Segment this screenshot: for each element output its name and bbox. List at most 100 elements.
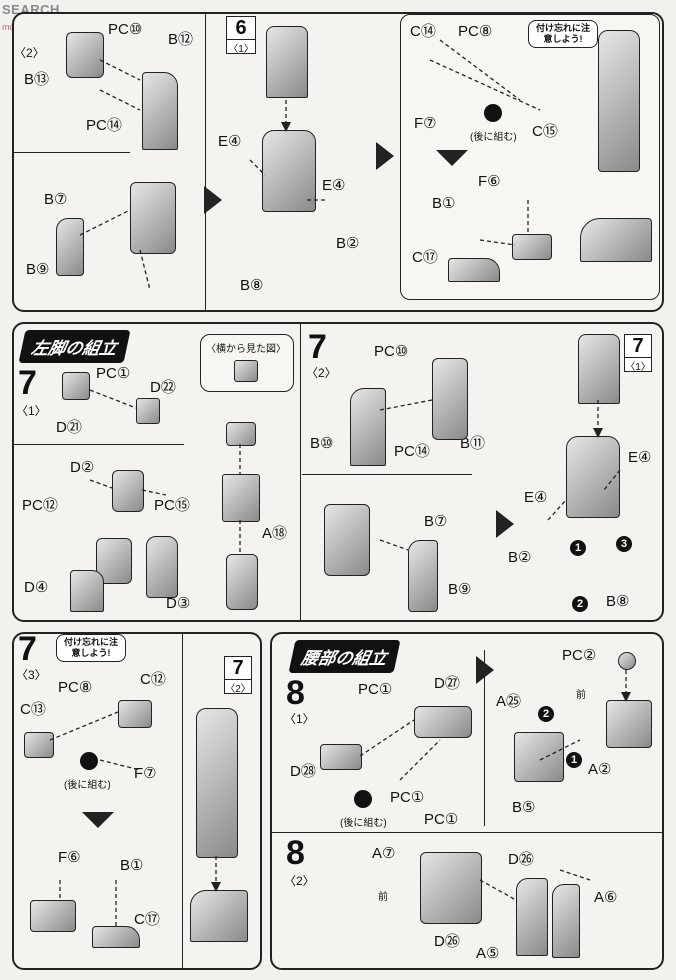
part-label: A⑱ [262, 525, 288, 542]
skirt-frame-illustration [420, 852, 482, 924]
skirt-armor-illustration [516, 878, 548, 956]
part-label: F⑦ [414, 115, 437, 132]
divider [14, 444, 184, 445]
waist-block-illustration [606, 700, 652, 748]
skirt-armor-illustration [552, 884, 580, 958]
part-label: A⑤ [476, 945, 500, 962]
step-number: 8 [286, 674, 305, 712]
armor-part-illustration [350, 388, 386, 466]
step-sub-label: 〈3〉 [16, 668, 47, 682]
ankle-part-illustration [512, 234, 552, 260]
completed-leg-illustration [598, 30, 640, 172]
part-label: PC⑫ [22, 497, 58, 514]
foot-illustration [190, 890, 248, 942]
part-label: C⑫ [140, 671, 166, 688]
step-indicator: 7 〈1〉 [624, 334, 652, 373]
part-label: D㉖ [508, 851, 534, 868]
side-view-label: 〈横から見た図〉 [206, 344, 286, 355]
thigh-part-illustration [222, 474, 260, 522]
hip-frame-illustration [414, 706, 472, 738]
joint-part-illustration [136, 398, 160, 424]
part-label: B⑨ [448, 581, 472, 598]
front-label: 前 [576, 690, 586, 701]
polycap-illustration [618, 652, 636, 670]
armor-part-illustration [432, 358, 468, 440]
upper-leg-illustration [266, 26, 308, 98]
part-label: PC① [424, 811, 459, 828]
part-label: D㉒ [150, 379, 176, 396]
section-title: 左脚の組立 [18, 330, 131, 363]
next-arrow-icon [376, 142, 394, 170]
part-label: A⑦ [372, 845, 396, 862]
foot-illustration [580, 218, 652, 262]
step-sub: 〈2〉 [225, 679, 251, 695]
divider [205, 14, 206, 310]
part-label: B⑦ [44, 191, 68, 208]
part-label: D㉘ [290, 763, 316, 780]
step-sub-label: 〈2〉 [14, 46, 45, 60]
part-label: E④ [218, 133, 242, 150]
part-label: PC⑩ [108, 21, 143, 38]
section-title: 腰部の組立 [288, 640, 401, 673]
part-label: B⑩ [310, 435, 334, 452]
step-number: 7 [232, 657, 244, 679]
step-sub-label: 〈1〉 [16, 404, 47, 418]
lower-leg-illustration [262, 130, 316, 212]
part-label: B① [432, 195, 456, 212]
step-sub-label: 〈1〉 [284, 712, 315, 726]
part-label: B⑦ [424, 513, 448, 530]
hip-joint-illustration [320, 744, 362, 770]
part-label: C⑰ [134, 911, 160, 928]
part-label: C⑬ [20, 701, 46, 718]
peg-marker-icon [484, 104, 502, 122]
part-label: F⑥ [58, 849, 81, 866]
completed-leg-illustration [196, 708, 238, 858]
step-sub: 〈1〉 [625, 357, 651, 373]
part-label: D④ [24, 579, 49, 596]
step-number: 8 [286, 834, 305, 872]
part-label: D③ [166, 595, 191, 612]
assembly-note: (後に組む) [340, 818, 387, 829]
part-label: B⑬ [24, 71, 50, 88]
foot-part-illustration [448, 258, 500, 282]
armor-part-illustration [142, 72, 178, 150]
part-label: B⑧ [240, 277, 264, 294]
part-label: C⑰ [412, 249, 438, 266]
step-number: 7 [632, 335, 644, 357]
ankle-part-illustration [118, 700, 152, 728]
leg-frame-illustration [324, 504, 370, 576]
part-label: PC⑧ [458, 23, 493, 40]
step-order-badge: 1 [570, 540, 586, 556]
step-number: 7 [18, 364, 37, 402]
ankle-part-illustration [24, 732, 54, 758]
step-sub: 〈1〉 [227, 39, 255, 55]
ankle-joint-illustration [30, 900, 76, 932]
warning-badge: 付け忘れに注意しよう! [528, 20, 598, 48]
part-label: D㉖ [434, 933, 460, 950]
part-label: PC⑮ [154, 497, 190, 514]
part-label: D㉑ [56, 419, 82, 436]
step-indicator: 7 〈2〉 [224, 656, 252, 695]
part-label: B② [508, 549, 532, 566]
part-label: F⑥ [478, 173, 501, 190]
step-order-badge: 3 [616, 536, 632, 552]
part-label: F⑦ [134, 765, 157, 782]
step-order-badge: 2 [538, 706, 554, 722]
divider [302, 474, 472, 475]
step-number: 7 [308, 328, 327, 366]
part-label: B② [336, 235, 360, 252]
peg-marker-icon [80, 752, 98, 770]
part-label: PC⑭ [394, 443, 430, 460]
part-label: PC⑭ [86, 117, 122, 134]
part-label: A⑥ [594, 889, 618, 906]
foot-part-illustration [92, 926, 140, 948]
next-arrow-icon [496, 510, 514, 538]
armor-part-illustration [56, 218, 84, 276]
knee-cover-illustration [146, 536, 178, 598]
armor-part-illustration [66, 32, 104, 78]
step-sub-label: 〈2〉 [284, 874, 315, 888]
step-sub-label: 〈2〉 [306, 366, 337, 380]
leg-frame-illustration [130, 182, 176, 254]
part-label: B⑤ [512, 799, 536, 816]
next-arrow-icon [204, 186, 222, 214]
